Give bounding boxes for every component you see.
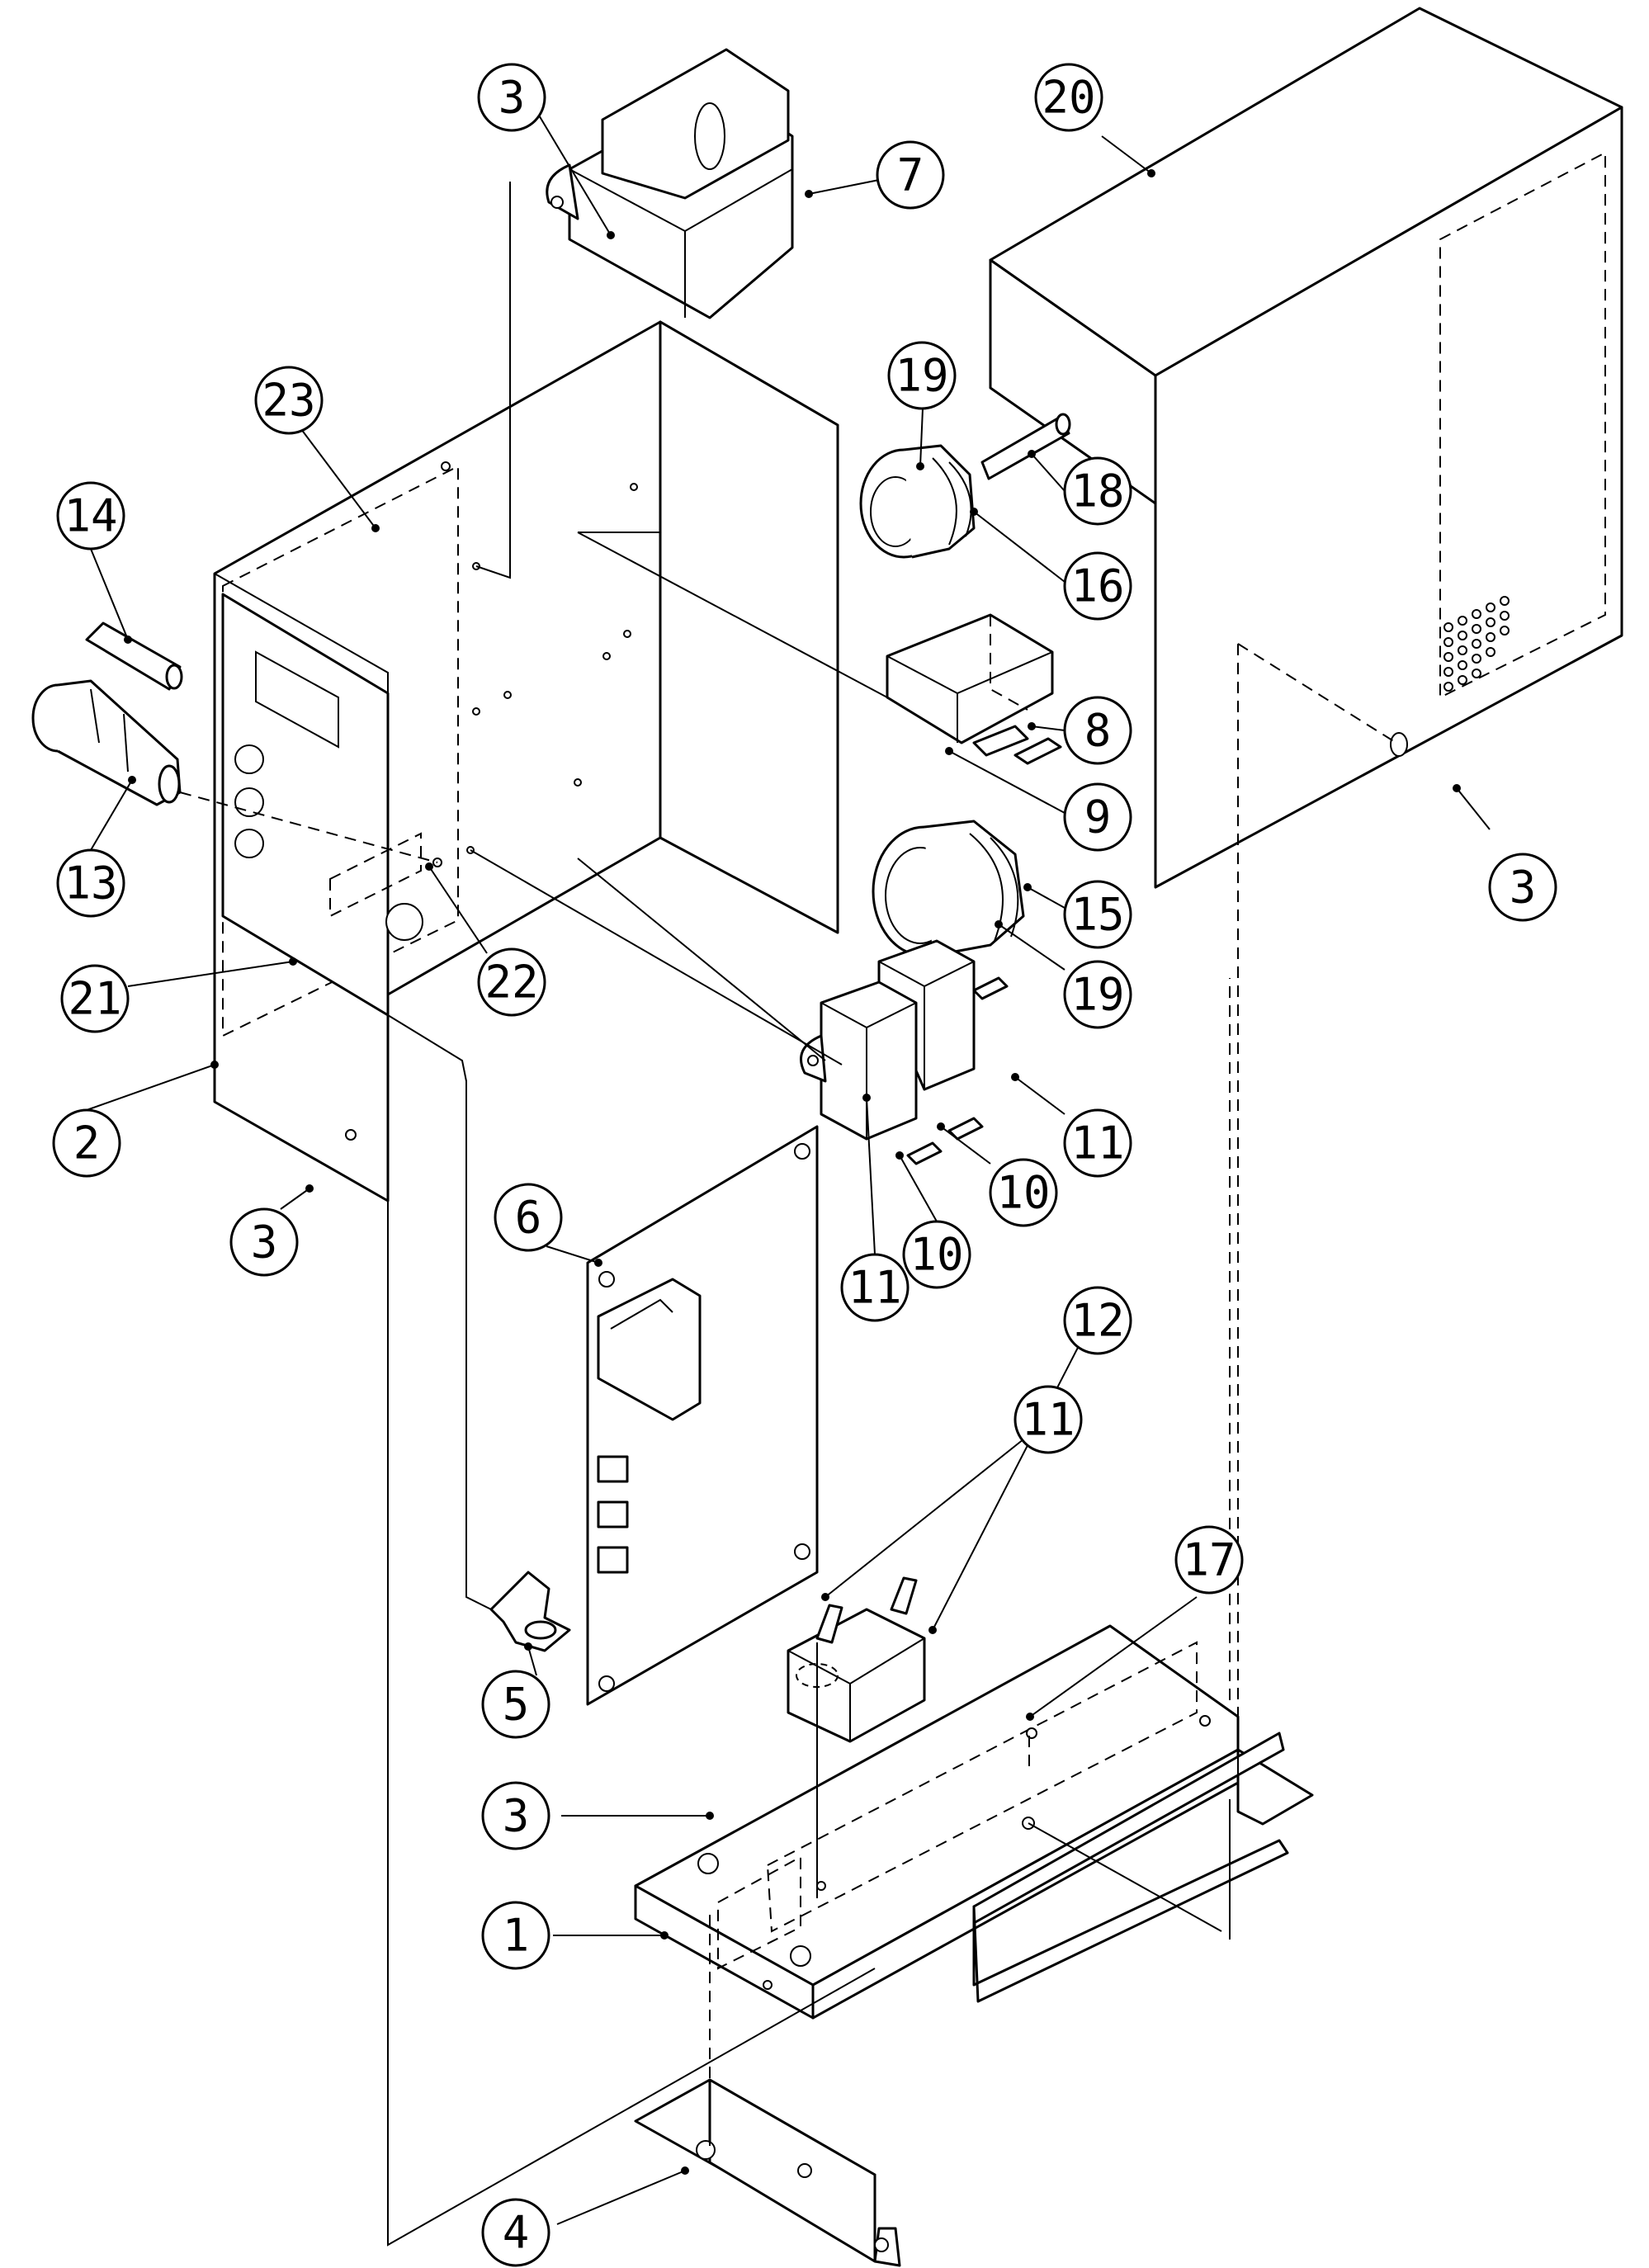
svg-text:3: 3 (1510, 862, 1537, 914)
svg-text:15: 15 (1070, 889, 1124, 941)
callout-bubble: 5 (481, 1670, 550, 1739)
control-board (586, 1125, 819, 1706)
svg-text:19: 19 (1070, 969, 1124, 1021)
vent-holes (1443, 596, 1510, 692)
lower-grommet-assembly (872, 820, 1025, 957)
callout-bubble: 19 (1063, 960, 1132, 1029)
svg-text:14: 14 (64, 490, 117, 542)
assembly-lines (179, 182, 1400, 2247)
enclosure-cover (989, 7, 1623, 889)
svg-text:23: 23 (262, 375, 315, 427)
cable-clamp (489, 1571, 571, 1652)
upper-switch-assembly (859, 413, 1071, 559)
svg-text:18: 18 (1070, 465, 1124, 517)
svg-text:6: 6 (515, 1192, 542, 1244)
svg-text:3: 3 (503, 1790, 530, 1842)
callout-bubble: 6 (494, 1183, 563, 1252)
svg-text:20: 20 (1042, 72, 1095, 124)
svg-text:10: 10 (996, 1167, 1050, 1219)
base-plate (634, 1624, 1314, 2020)
svg-text:9: 9 (1084, 791, 1112, 843)
callouts: 3 7 20 23 19 18 16 14 8 9 13 3 15 19 21 … (52, 63, 1557, 2267)
capacitor (787, 1576, 926, 1743)
svg-text:12: 12 (1070, 1295, 1124, 1347)
callout-bubble: 1 (481, 1901, 550, 1970)
svg-text:4: 4 (503, 2207, 530, 2259)
callout-bubble: 7 (876, 140, 945, 210)
callout-bubble: 22 (477, 947, 546, 1017)
callout-bubble: 23 (254, 366, 324, 435)
callout-bubble: 11 (840, 1253, 910, 1322)
svg-text:10: 10 (910, 1229, 963, 1281)
callout-bubble: 11 (1063, 1108, 1132, 1178)
callout-bubble: 3 (229, 1207, 299, 1277)
callout-bubble: 9 (1063, 782, 1132, 852)
callout-bubble: 20 (1034, 63, 1103, 132)
callout-bubble: 15 (1063, 880, 1132, 949)
callout-bubble: 3 (1488, 853, 1557, 922)
svg-text:7: 7 (897, 149, 924, 201)
callout-bubble: 8 (1063, 696, 1132, 765)
knob (31, 679, 182, 806)
callout-bubble: 18 (1063, 456, 1132, 526)
callout-bubble: 3 (477, 63, 546, 132)
starter-relays (800, 939, 1009, 1165)
callout-bubble: 11 (1013, 1385, 1083, 1454)
chassis-panel (213, 320, 839, 1203)
svg-text:11: 11 (1070, 1117, 1124, 1169)
callout-bubble: 13 (56, 848, 125, 918)
svg-text:11: 11 (1021, 1394, 1075, 1446)
svg-text:5: 5 (503, 1679, 530, 1731)
shaft (85, 621, 183, 691)
callout-bubble: 14 (56, 481, 125, 550)
svg-text:3: 3 (251, 1217, 278, 1269)
svg-text:11: 11 (848, 1262, 901, 1314)
callout-bubble: 10 (989, 1158, 1058, 1227)
svg-text:21: 21 (68, 973, 121, 1025)
svg-text:8: 8 (1084, 705, 1112, 757)
transformer (546, 48, 794, 319)
relay-block (886, 613, 1062, 765)
svg-text:17: 17 (1182, 1534, 1236, 1586)
svg-text:3: 3 (498, 72, 526, 124)
mounting-bracket (634, 2078, 901, 2267)
callout-bubble: 2 (52, 1108, 121, 1178)
svg-text:19: 19 (895, 350, 948, 402)
svg-text:1: 1 (503, 1910, 530, 1962)
callout-bubble: 16 (1063, 551, 1132, 621)
callout-bubble: 21 (60, 964, 130, 1033)
svg-text:22: 22 (484, 957, 538, 1009)
callout-bubble: 3 (481, 1781, 550, 1850)
callout-bubble: 4 (481, 2198, 550, 2267)
svg-text:13: 13 (64, 858, 117, 910)
callout-bubble: 10 (902, 1220, 971, 1289)
callout-bubble: 12 (1063, 1286, 1132, 1355)
svg-text:16: 16 (1070, 560, 1124, 612)
callout-bubble: 19 (887, 341, 957, 410)
svg-text:2: 2 (73, 1117, 101, 1169)
callout-bubble: 17 (1174, 1525, 1244, 1595)
